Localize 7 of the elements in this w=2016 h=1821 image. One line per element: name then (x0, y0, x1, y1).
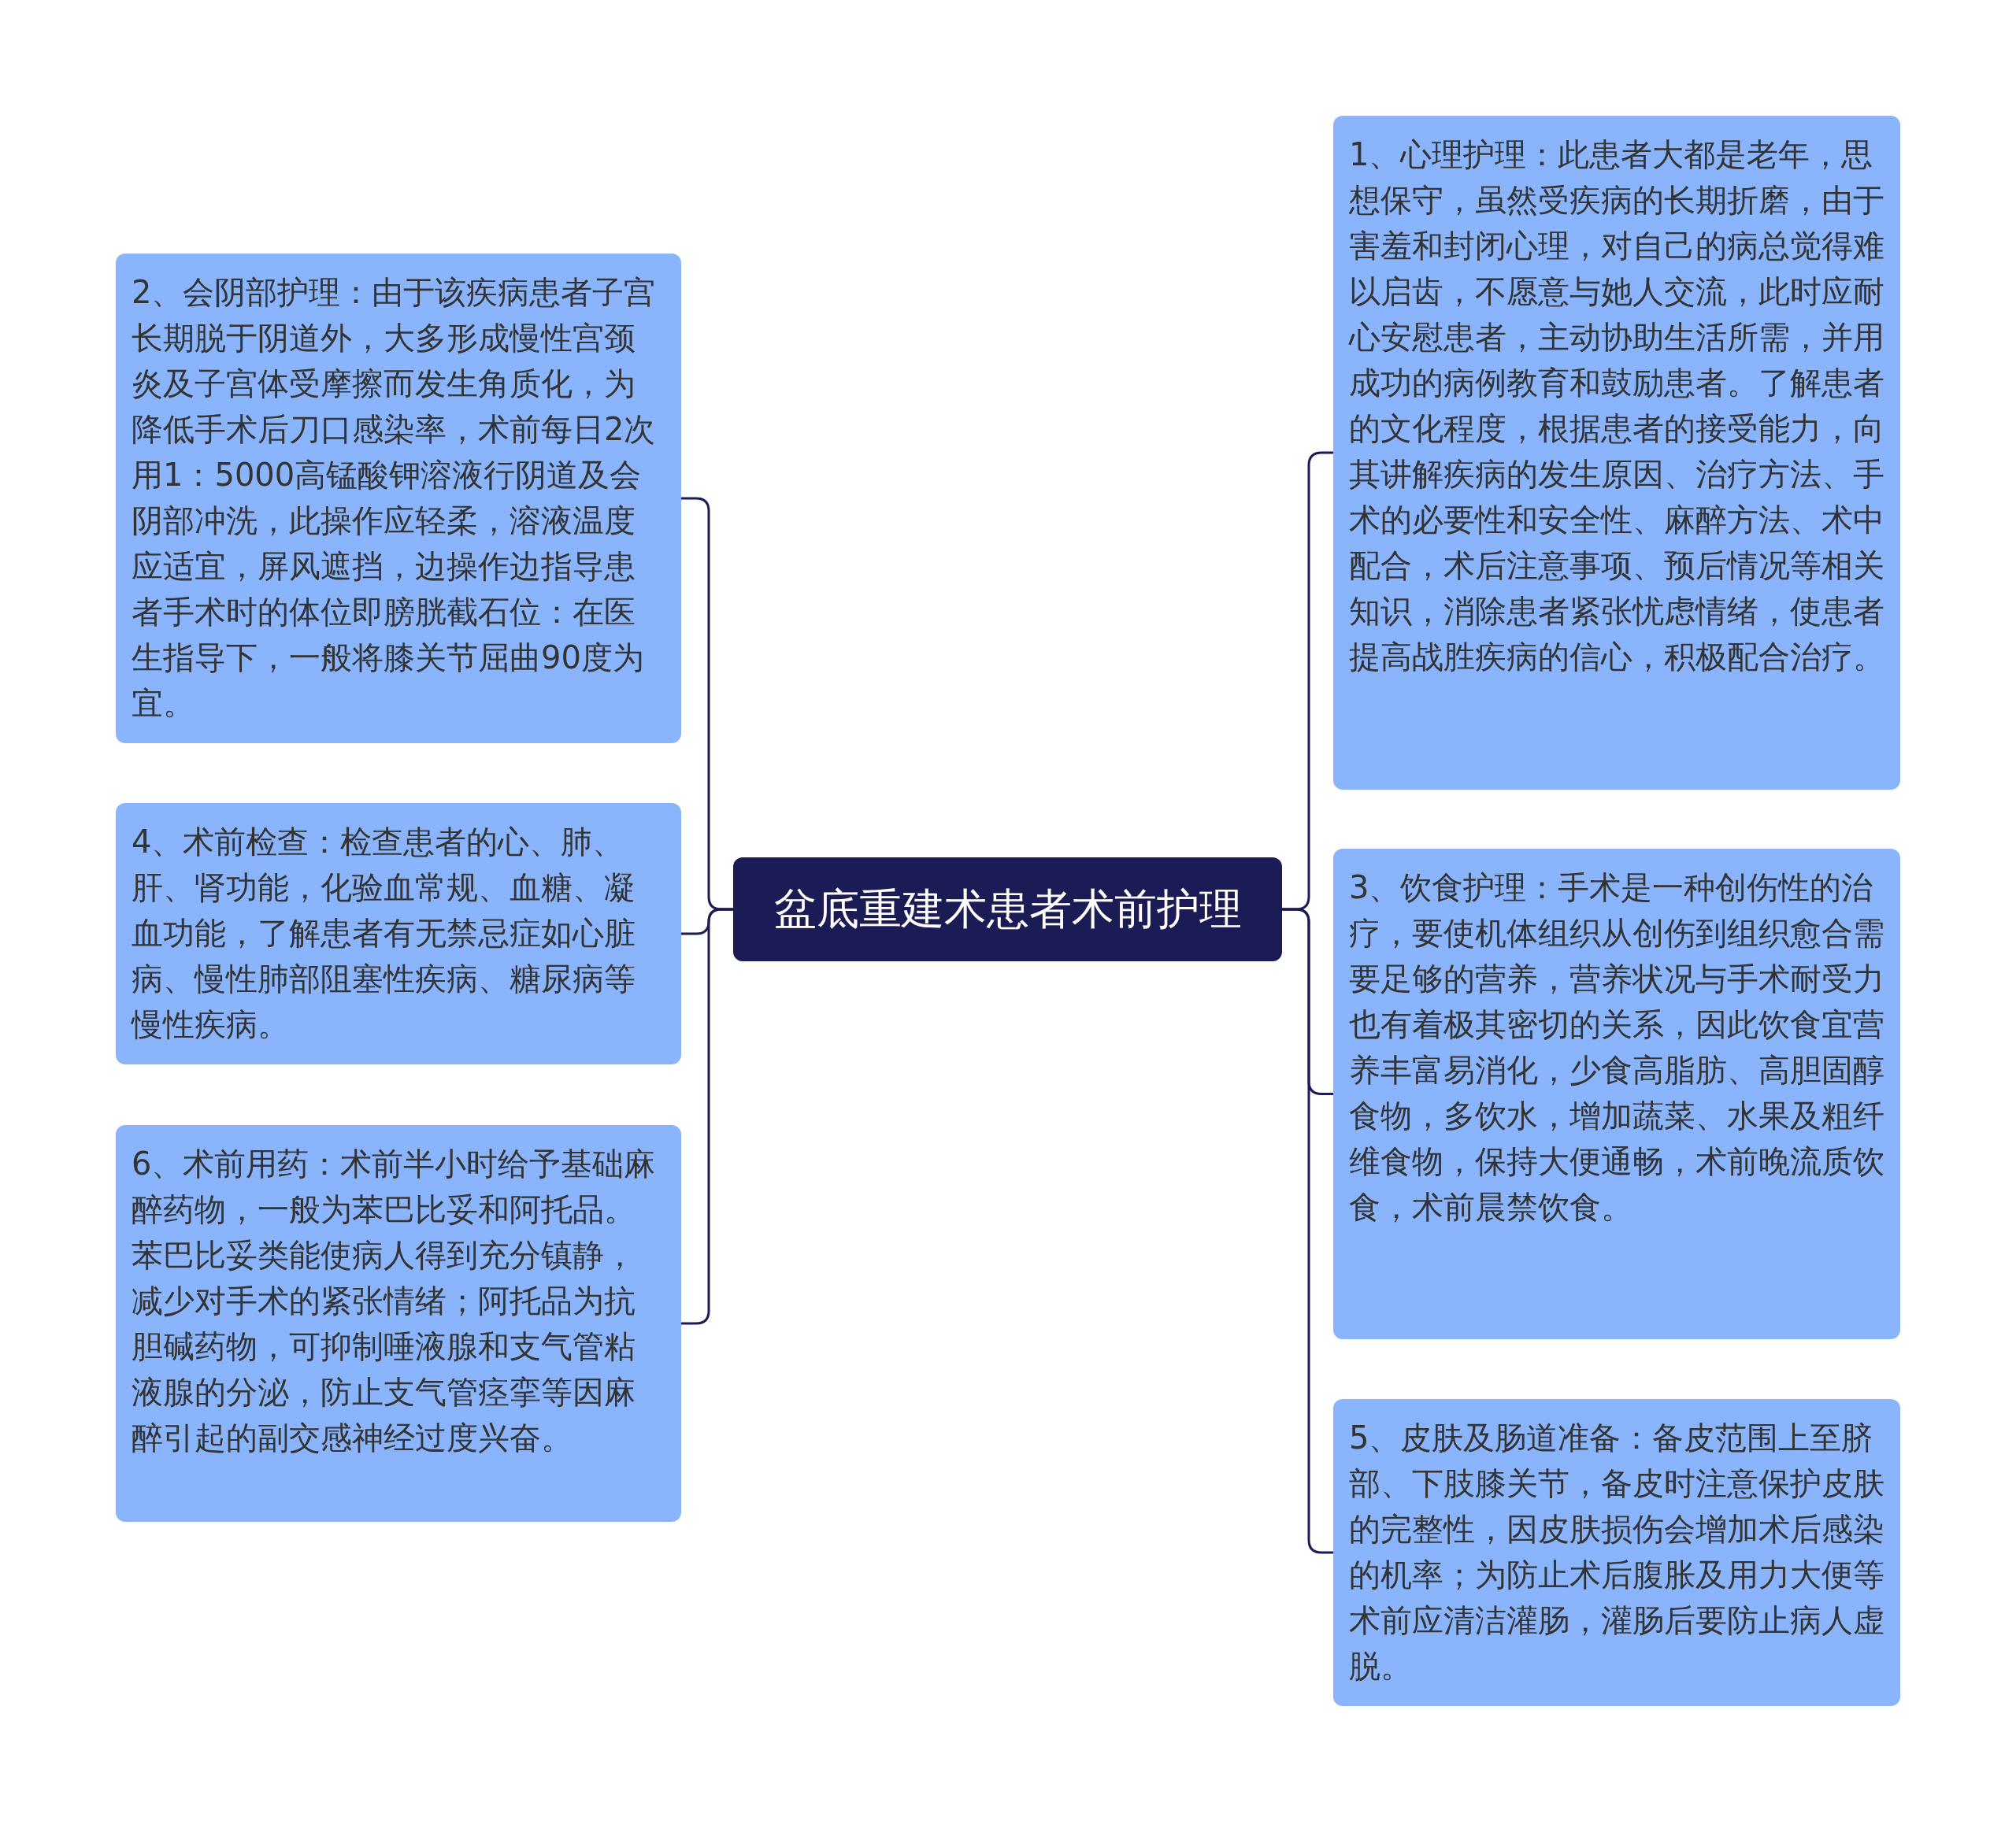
topic-box: 4、术前检查：检查患者的心、肺、肝、肾功能，化验血常规、血糖、凝血功能，了解患者有无禁忌症如心脏病、慢性肺部阻塞性疾病、糖尿病等慢性疾病。 (116, 803, 681, 1064)
central-topic-box: 盆底重建术患者术前护理 (733, 857, 1282, 961)
topic-box: 6、术前用药：术前半小时给予基础麻醉药物，一般为苯巴比妥和阿托品。苯巴比妥类能使病人得到充分镇静，减少对手术的紧张情绪；阿托品为抗胆碱药物，可抑制唾液腺和支气管粘液腺的分泌，防止支气管痉挛等因麻醉引起的副交感神经过度兴奋。 (116, 1125, 681, 1522)
topic-box: 3、饮食护理：手术是一种创伤性的治疗，要使机体组织从创伤到组织愈合需要足够的营养，营养状况与手术耐受力也有着极其密切的关系，因此饮食宜营养丰富易消化，少食高脂肪、高胆固醇食物，多饮水，增加蔬菜、水果及粗纤维食物，保持大便通畅，术前晚流质饮食，术前晨禁饮食。 (1333, 849, 1900, 1339)
topic-box: 2、会阴部护理：由于该疾病患者子宫长期脱于阴道外，大多形成慢性宫颈炎及子宫体受摩擦而发生角质化，为降低手术后刀口感染率，术前每日2次用1：5000高锰酸钾溶液行阴道及会阴部冲洗，此操作应轻柔，溶液温度应适宜，屏风遮挡，边操作边指导患者手术时的体位即膀胱截石位：在医生指导下，一般将膝关节屈曲90度为宜。 (116, 254, 681, 743)
topic-box: 5、皮肤及肠道准备：备皮范围上至脐部、下肢膝关节，备皮时注意保护皮肤的完整性，因皮肤损伤会增加术后感染的机率；为防止术后腹胀及用力大便等术前应清洁灌肠，灌肠后要防止病人虚脱。 (1333, 1399, 1900, 1706)
topic-box: 1、心理护理：此患者大都是老年，思想保守，虽然受疾病的长期折磨，由于害羞和封闭心理，对自己的病总觉得难以启齿，不愿意与她人交流，此时应耐心安慰患者，主动协助生活所需，并用成功的病例教育和鼓励患者。了解患者的文化程度，根据患者的接受能力，向其讲解疾病的发生原因、治疗方法、手术的必要性和安全性、麻醉方法、术中配合，术后注意事项、预后情况等相关知识，消除患者紧张忧虑情绪，使患者提高战胜疾病的信心，积极配合治疗。 (1333, 116, 1900, 790)
